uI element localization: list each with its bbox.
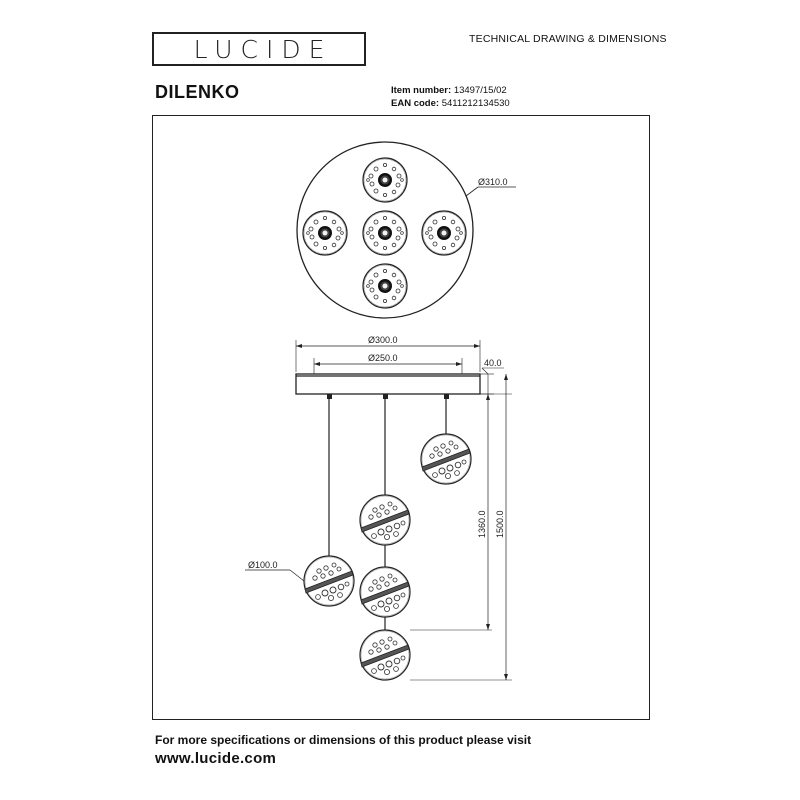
top-view-canopy-circle bbox=[296, 141, 474, 319]
ean-line: EAN code: 5411212134530 bbox=[391, 97, 510, 110]
top-disc-right bbox=[421, 210, 467, 256]
top-disc-top bbox=[362, 157, 408, 203]
top-view-diameter-label: Ø310.0 bbox=[478, 177, 508, 187]
product-name: DILENKO bbox=[155, 82, 240, 102]
top-disc-bottom bbox=[362, 263, 408, 309]
ean-label: EAN code: bbox=[391, 98, 440, 109]
footer-text: For more specifications or dimensions of… bbox=[155, 733, 532, 747]
canopy-inner-diameter-label: Ø250.0 bbox=[368, 353, 398, 363]
shade-middle-lower bbox=[359, 566, 411, 618]
shade-bottom bbox=[359, 629, 411, 681]
canopy-height-label: 40.0 bbox=[484, 358, 502, 368]
shade-middle-upper bbox=[359, 494, 411, 546]
lucide-logo: LUCIDE bbox=[152, 32, 366, 66]
footer-website[interactable]: www.lucide.com bbox=[155, 750, 277, 767]
ean-value: 5411212134530 bbox=[441, 98, 510, 109]
drop-max-label: 1500.0 bbox=[495, 510, 505, 538]
top-disc-left bbox=[302, 210, 348, 256]
canopy-plate bbox=[295, 373, 481, 395]
canopy-diameter-label: Ø300.0 bbox=[368, 335, 398, 345]
side-view: Ø300.0 Ø250.0 40.0 Ø10 bbox=[245, 335, 512, 681]
document-type: TECHNICAL DRAWING & DIMENSIONS bbox=[469, 33, 667, 45]
logo-text: LUCIDE bbox=[193, 34, 333, 64]
top-diameter-leader bbox=[465, 186, 479, 197]
shade-right bbox=[420, 433, 472, 485]
drawing-frame bbox=[152, 115, 650, 720]
product-meta: Item number: 13497/15/02 EAN code: 54112… bbox=[391, 84, 510, 110]
shade-left bbox=[303, 555, 355, 607]
shade-diameter-label: Ø100.0 bbox=[248, 560, 278, 570]
top-disc-center bbox=[362, 210, 408, 256]
item-number-label: Item number: bbox=[391, 85, 452, 96]
item-number-value: 13497/15/02 bbox=[453, 85, 507, 96]
item-number-line: Item number: 13497/15/02 bbox=[391, 84, 510, 97]
drop-min-label: 1360.0 bbox=[477, 510, 487, 538]
top-view: Ø310.0 bbox=[296, 141, 516, 319]
